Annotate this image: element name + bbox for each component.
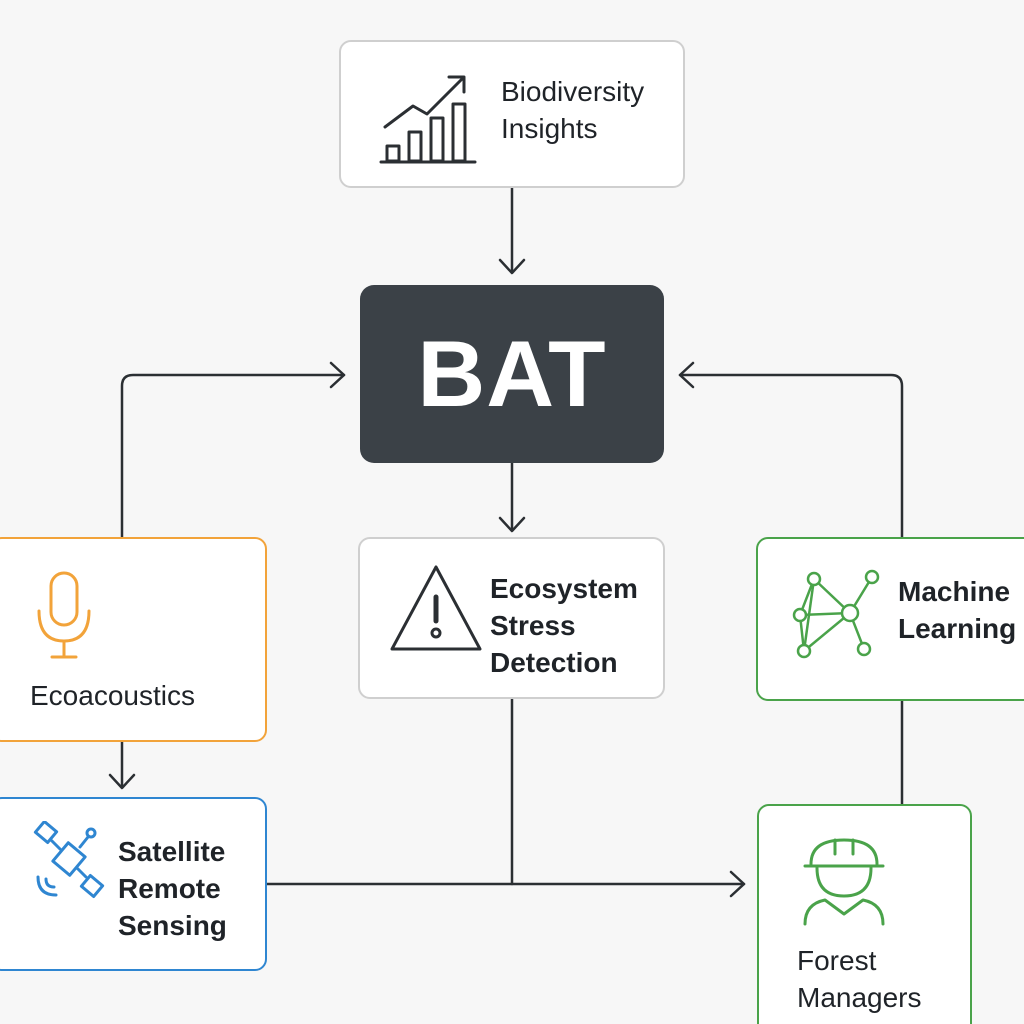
arrowhead-ecoacoustics-to-satellite bbox=[108, 773, 136, 790]
label-bat: BAT bbox=[417, 321, 607, 426]
node-ecoacoustics: Ecoacoustics bbox=[0, 537, 267, 742]
bar-chart-trend-icon bbox=[379, 75, 477, 164]
label-ecoacoustics: Ecoacoustics bbox=[30, 680, 195, 711]
arrowhead-satellite-to-forest bbox=[729, 870, 746, 898]
edge-ecoacoustics-to-bat bbox=[120, 373, 346, 539]
node-satellite-remote-sensing: Satellite Remote Sensing bbox=[0, 797, 267, 971]
network-nodes-icon bbox=[792, 569, 880, 659]
arrowhead-biodiversity-to-bat bbox=[498, 258, 526, 275]
microphone-icon bbox=[37, 571, 91, 659]
arrowhead-ml-to-bat bbox=[678, 361, 695, 389]
label-machine-learning: Machine Learning bbox=[898, 576, 1017, 644]
satellite-icon bbox=[33, 821, 105, 899]
warning-triangle-icon bbox=[390, 565, 482, 651]
edge-ml-to-bat bbox=[678, 373, 904, 539]
node-bat: BAT bbox=[360, 285, 664, 463]
node-machine-learning: Machine Learning bbox=[756, 537, 1024, 701]
label-forest-managers: Forest Managers bbox=[797, 945, 922, 1013]
label-ecosystem-stress-detection: Ecosystem Stress Detection bbox=[490, 573, 638, 678]
worker-hardhat-icon bbox=[803, 838, 885, 926]
node-forest-managers: Forest Managers bbox=[757, 804, 972, 1024]
arrowhead-ecoacoustics-to-bat bbox=[329, 361, 346, 389]
node-ecosystem-stress-detection: Ecosystem Stress Detection bbox=[358, 537, 665, 699]
label-biodiversity-insights: Biodiversity Insights bbox=[501, 76, 645, 144]
arrowhead-bat-to-stress bbox=[498, 516, 526, 533]
label-satellite-remote-sensing: Satellite Remote Sensing bbox=[118, 836, 227, 941]
node-biodiversity-insights: Biodiversity Insights bbox=[339, 40, 685, 188]
